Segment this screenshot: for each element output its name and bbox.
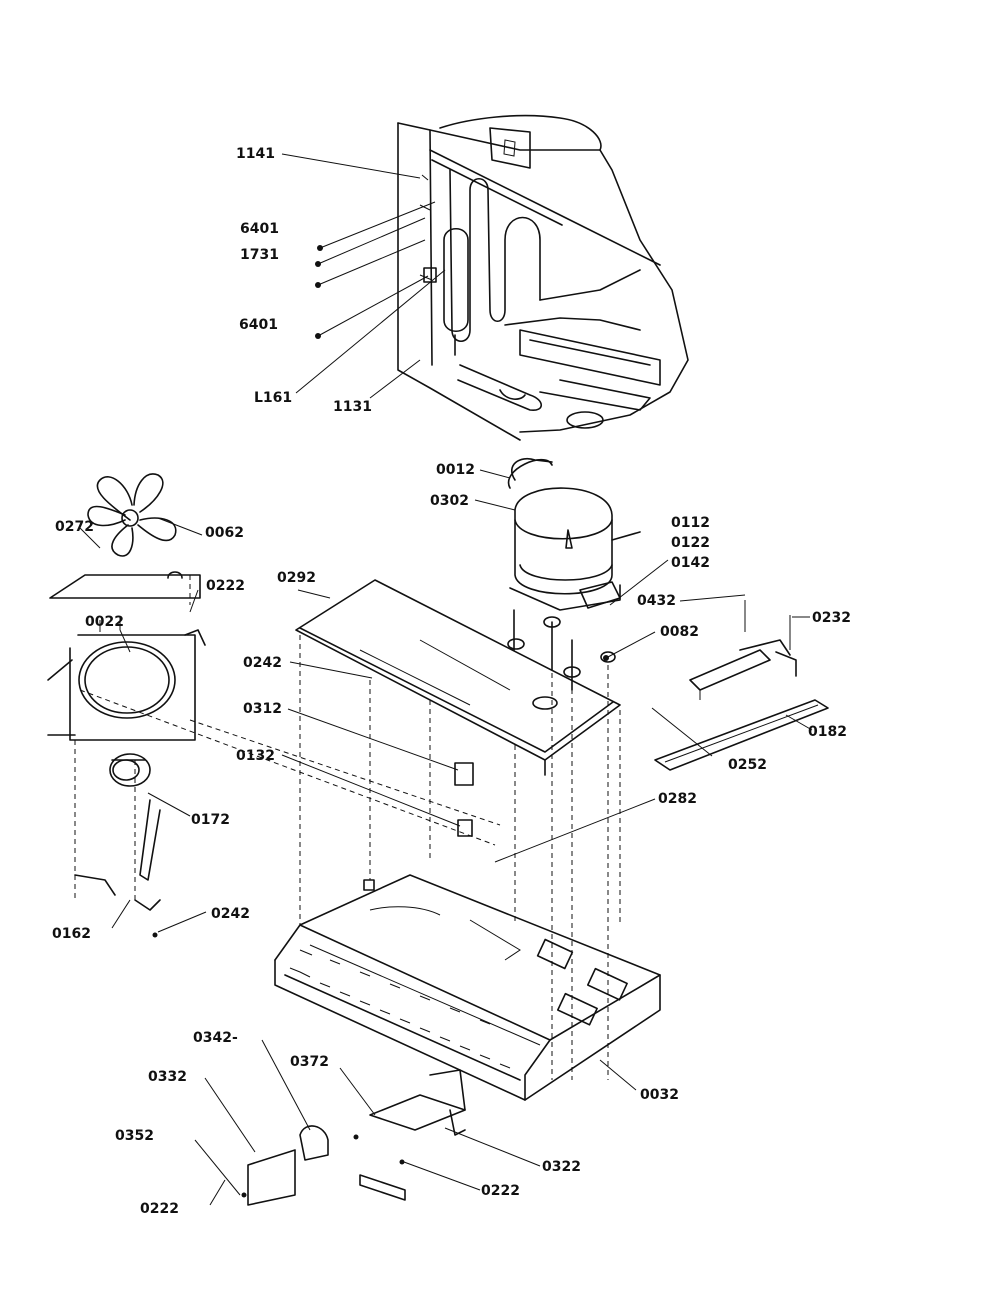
callout-0222-fan: 0222 — [206, 578, 245, 594]
callout-0252: 0252 — [728, 757, 767, 773]
callout-0372: 0372 — [290, 1054, 329, 1070]
upper-tubing-assembly — [397, 114, 689, 441]
callout-0282: 0282 — [658, 791, 697, 807]
callout-0062: 0062 — [205, 525, 244, 541]
callout-0242-upper: 0242 — [243, 655, 282, 671]
callout-0222-bottom: 0222 — [140, 1201, 179, 1217]
callout-0082: 0082 — [660, 624, 699, 640]
machine-compartment-cover — [295, 579, 621, 925]
leader-lines — [79, 153, 813, 1206]
condenser-assembly — [654, 600, 829, 771]
fan-motor — [74, 753, 161, 938]
callout-0162: 0162 — [52, 926, 91, 942]
callout-0272: 0272 — [55, 519, 94, 535]
callout-6401-lower: 6401 — [239, 317, 278, 333]
callout-0022: 0022 — [85, 614, 124, 630]
callout-1731: 1731 — [240, 247, 279, 263]
callout-0302: 0302 — [430, 493, 469, 509]
callout-0332: 0332 — [148, 1069, 187, 1085]
callout-0232: 0232 — [812, 610, 851, 626]
callout-0012: 0012 — [436, 462, 475, 478]
fan-assembly — [47, 473, 501, 900]
callout-0312: 0312 — [243, 701, 282, 717]
callout-0132: 0132 — [236, 748, 275, 764]
callout-0352: 0352 — [115, 1128, 154, 1144]
base-pan — [274, 874, 661, 1101]
callout-0322: 0322 — [542, 1159, 581, 1175]
callout-0112: 0112 — [671, 515, 710, 531]
callout-0432: 0432 — [637, 593, 676, 609]
callout-0142: 0142 — [671, 555, 710, 571]
callout-0242-lower: 0242 — [211, 906, 250, 922]
callout-0172: 0172 — [191, 812, 230, 828]
callout-labels: 1141 6401 1731 6401 L161 1131 0012 0302 … — [52, 146, 851, 1217]
callout-0222-box: 0222 — [481, 1183, 520, 1199]
callout-0122: 0122 — [671, 535, 710, 551]
callout-0032: 0032 — [640, 1087, 679, 1103]
callout-0182: 0182 — [808, 724, 847, 740]
callout-0292: 0292 — [277, 570, 316, 586]
callout-1131: 1131 — [333, 399, 372, 415]
callout-0342: 0342- — [193, 1030, 238, 1046]
callout-1141: 1141 — [236, 146, 275, 162]
compressor-assembly — [507, 458, 641, 1080]
callout-l161: L161 — [254, 390, 292, 406]
control-box-assembly — [241, 1069, 466, 1206]
callout-6401: 6401 — [240, 221, 279, 237]
